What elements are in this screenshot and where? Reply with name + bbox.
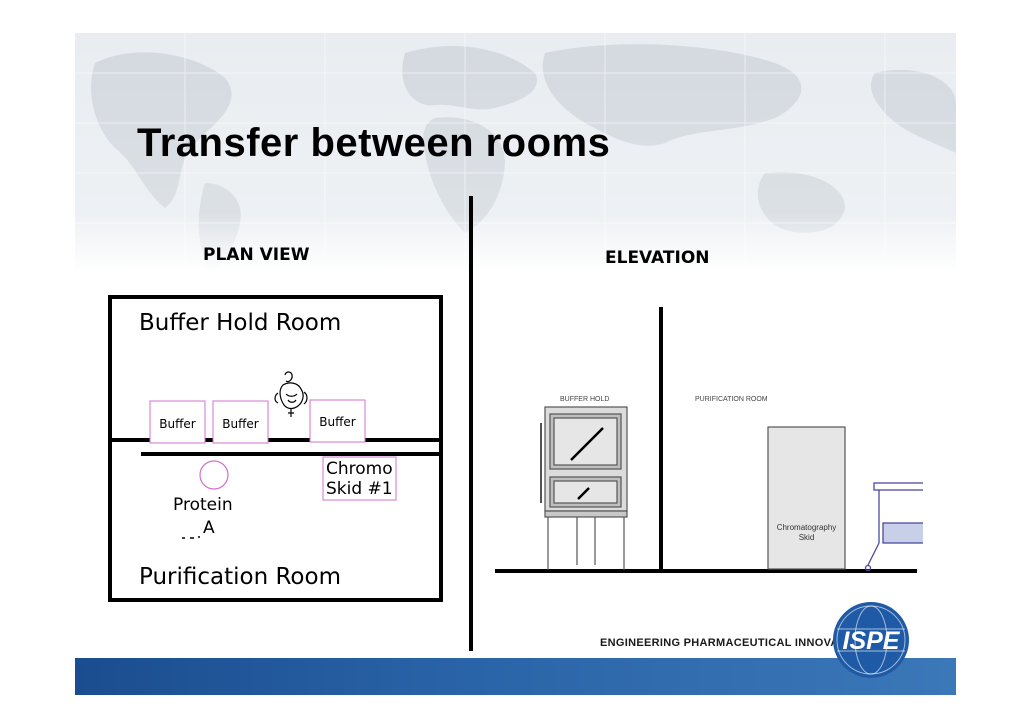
elev-buffer-hold-label: BUFFER HOLD [560,396,610,403]
skid-frame [864,482,923,572]
buffer-hold-room-label: Buffer Hold Room [139,310,342,336]
purification-room-label: Purification Room [139,564,341,590]
slide: Transfer between rooms PLAN VIEW ELEVATI… [75,33,956,695]
buffer-label-3: Buffer [319,415,356,429]
cabinet-diagonal-marks [570,427,604,500]
elevation-diagram: BUFFER HOLD PURIFICATION ROOM Chromatogr… [493,303,923,578]
chromo-skid-label-line1: Chromo [326,459,393,479]
chromo-skid-label-line2: Skid #1 [326,479,393,499]
world-map-background [75,33,956,273]
center-divider [469,196,473,651]
footer-bar [75,658,956,695]
elevation-heading: ELEVATION [605,248,710,268]
protein-tank [199,460,229,490]
plan-view-diagram: Buffer Hold Room Buffer Buffer Buffer Ch… [108,295,443,602]
elevation-drawing [495,307,923,573]
buffer-tank-1 [149,400,206,444]
buffer-tank-3 [309,399,366,443]
buffer-hold-cabinet [540,406,628,570]
chromatography-skid-box [767,426,846,570]
protein-label-line1: Protein [173,495,233,515]
footer-tagline: ENGINEERING PHARMACEUTICAL INNOVATION [600,637,866,649]
buffer-label-1: Buffer [159,417,196,431]
ispe-logo: ISPE [833,602,909,678]
skid-label-line1: Chromatography [776,523,837,532]
slide-title: Transfer between rooms [137,121,611,165]
plan-view-drawing [108,295,443,602]
plan-outer-walls [108,295,443,602]
chromo-skid-box [322,456,397,501]
skid-label-line2: Skid [798,533,815,542]
protein-label-line2: A [203,518,215,538]
elev-purification-room-label: PURIFICATION ROOM [695,396,768,403]
buffer-label-2: Buffer [222,417,259,431]
buffer-tank-2 [212,400,269,444]
operator-figure [274,371,308,417]
svg-text:ISPE: ISPE [843,627,901,655]
plan-view-heading: PLAN VIEW [203,245,310,265]
